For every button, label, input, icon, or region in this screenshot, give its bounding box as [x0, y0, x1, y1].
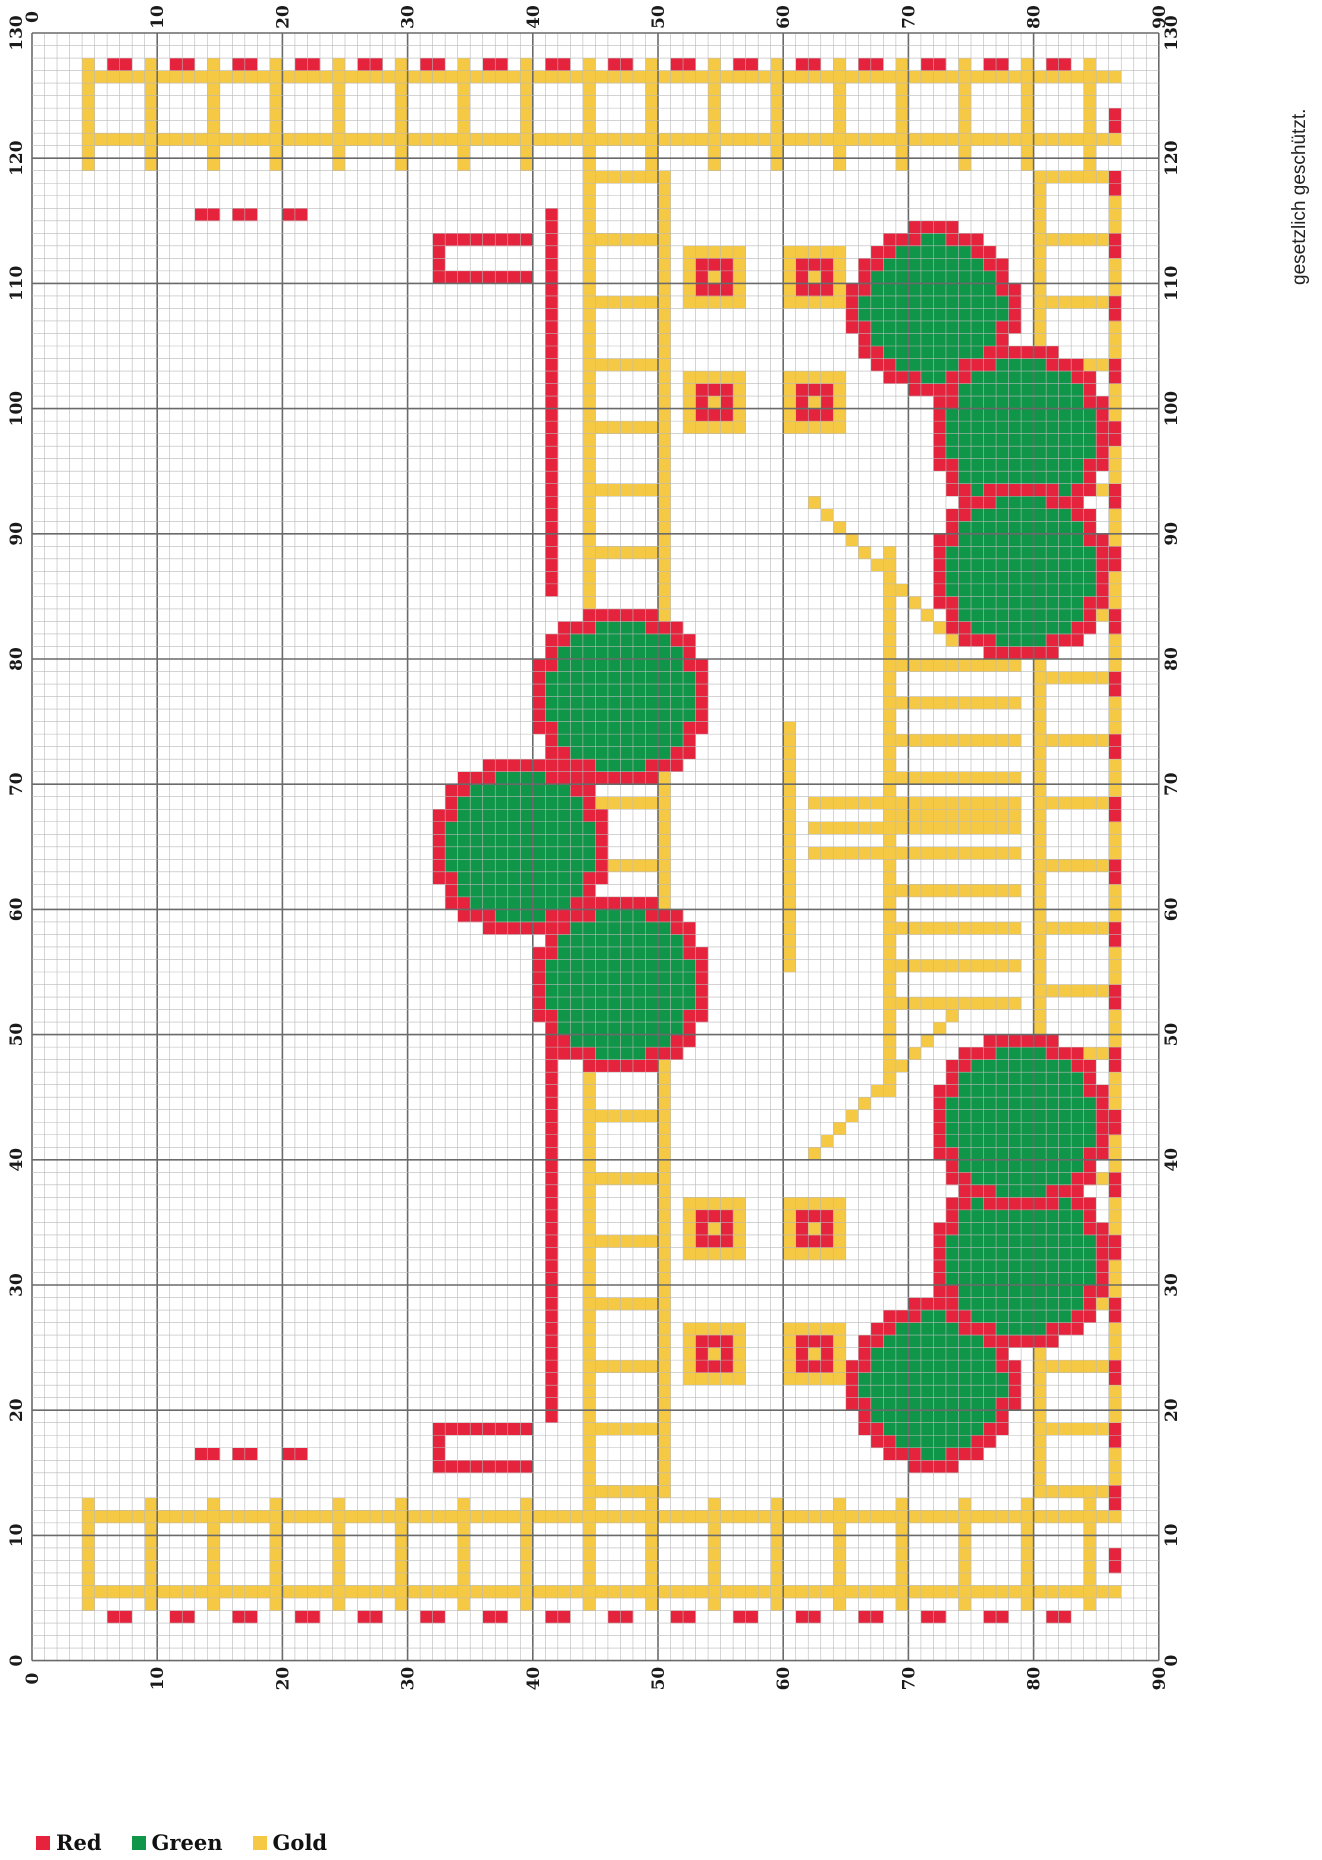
tick-label: 80	[1162, 647, 1182, 671]
color-legend: Red Green Gold	[36, 1830, 327, 1855]
tick-label: 40	[7, 1148, 27, 1172]
tick-label: 30	[7, 1273, 27, 1297]
tick-label: 20	[1162, 1398, 1182, 1422]
tick-label: 130	[1162, 15, 1182, 51]
tick-label: 100	[7, 391, 27, 427]
stitch-pattern	[82, 58, 1121, 1623]
tick-label: 60	[1162, 897, 1182, 921]
tick-label: 60	[7, 897, 27, 921]
tick-label: 90	[7, 522, 27, 546]
tick-label: 10	[148, 1667, 168, 1691]
tick-label: 120	[1162, 140, 1182, 176]
tick-label: 70	[1162, 772, 1182, 796]
tick-label: 10	[7, 1523, 27, 1547]
tick-label: 110	[1162, 265, 1182, 301]
gold-swatch	[253, 1836, 267, 1850]
tick-label: 90	[1162, 522, 1182, 546]
green-swatch	[132, 1836, 146, 1850]
legend-label-gold: Gold	[273, 1830, 328, 1855]
tick-label: 80	[1025, 1667, 1045, 1691]
tick-label: 50	[649, 1667, 669, 1691]
tick-label: 20	[273, 1667, 293, 1691]
tick-label: 70	[899, 1667, 919, 1691]
tick-label: 0	[1162, 1655, 1182, 1667]
tick-label: 50	[1162, 1023, 1182, 1047]
tick-label: 10	[148, 5, 168, 29]
red-swatch	[36, 1836, 50, 1850]
legend-label-green: Green	[152, 1830, 223, 1855]
tick-label: 110	[7, 265, 27, 301]
legend-item-gold: Gold	[253, 1830, 328, 1855]
tick-label: 40	[1162, 1148, 1182, 1172]
tick-label: 0	[7, 1655, 27, 1667]
tick-label: 130	[7, 15, 27, 51]
copyright-note: gesetzlich geschützt.	[1289, 109, 1310, 285]
legend-item-red: Red	[36, 1830, 102, 1855]
tick-label: 60	[774, 1667, 794, 1691]
tick-label: 10	[1162, 1523, 1182, 1547]
tick-label: 20	[7, 1398, 27, 1422]
tick-label: 50	[7, 1023, 27, 1047]
tick-label: 40	[524, 1667, 544, 1691]
tick-label: 30	[399, 1667, 419, 1691]
tick-label: 100	[1162, 391, 1182, 427]
legend-item-green: Green	[132, 1830, 223, 1855]
tick-label: 80	[7, 647, 27, 671]
tick-label: 80	[1025, 5, 1045, 29]
tick-label: 30	[1162, 1273, 1182, 1297]
tick-label: 20	[273, 5, 293, 29]
tick-label: 120	[7, 140, 27, 176]
tick-label: 30	[399, 5, 419, 29]
tick-label: 70	[899, 5, 919, 29]
tick-label: 60	[774, 5, 794, 29]
tick-label: 90	[1150, 1667, 1170, 1691]
tick-label: 40	[524, 5, 544, 29]
tick-label: 70	[7, 772, 27, 796]
legend-label-red: Red	[56, 1830, 102, 1855]
tick-label: 0	[23, 1673, 43, 1685]
tick-label: 50	[649, 5, 669, 29]
